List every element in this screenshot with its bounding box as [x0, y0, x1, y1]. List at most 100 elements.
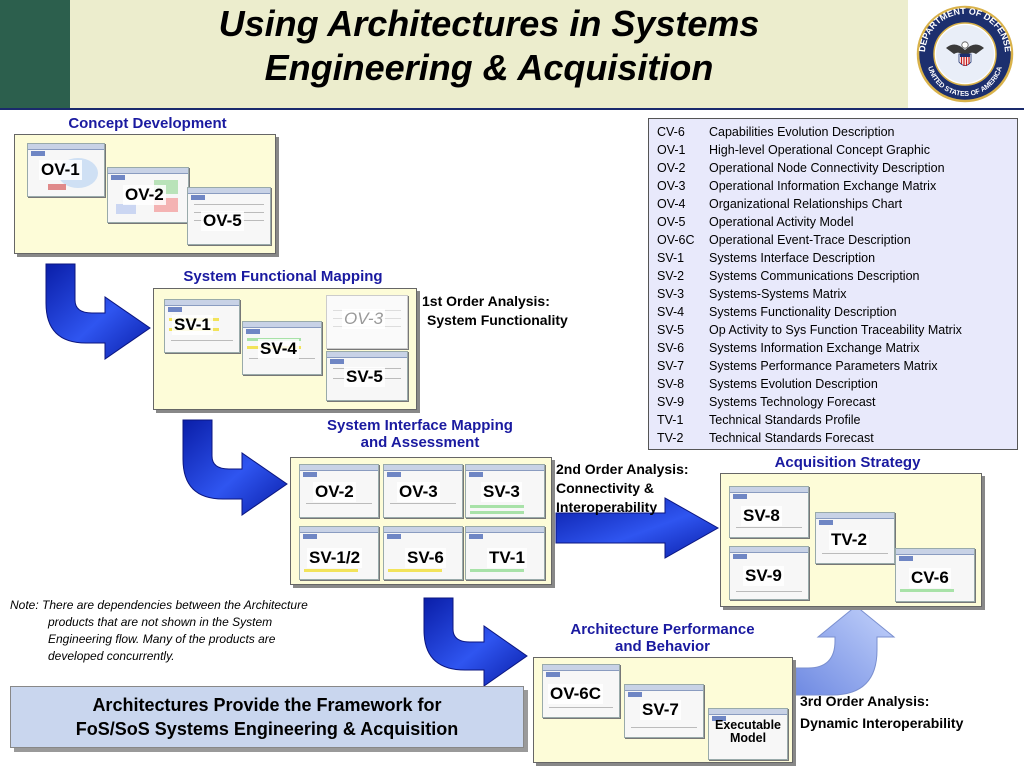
legend-code: OV-4: [657, 197, 686, 211]
product-label-sv-1-2: SV-1/2: [307, 548, 363, 568]
product-label-sv-4: SV-4: [258, 339, 299, 359]
legend-code: SV-4: [657, 305, 685, 319]
legend-code: SV-1: [657, 251, 685, 265]
dependency-note: Note: There are dependencies between the…: [10, 597, 380, 665]
title-line-1: Using Architectures in Systems: [218, 3, 760, 44]
header-band: [70, 0, 908, 108]
legend-description: Systems Performance Parameters Matrix: [709, 359, 938, 373]
product-label-tv-1: TV-1: [487, 548, 527, 568]
legend-description: Operational Activity Model: [709, 215, 854, 229]
system-interface-mapping-caption: System Interface Mapping and Assessment: [285, 417, 555, 451]
note-line-3: Engineering flow. Many of the products a…: [48, 632, 276, 646]
product-label-ov-3: OV-3: [342, 309, 386, 329]
legend-description: Operational Node Connectivity Descriptio…: [709, 161, 945, 175]
legend-code: OV-2: [657, 161, 686, 175]
curved-arrow-icon: [423, 597, 528, 687]
legend-code: TV-1: [657, 413, 684, 427]
acquisition-strategy-panel: SV-8 TV-2 SV-9 CV-6: [720, 473, 982, 607]
executable-model-line-2: Model: [729, 731, 767, 745]
page-title: Using Architectures in Systems Engineeri…: [70, 2, 908, 90]
legend-code: SV-8: [657, 377, 685, 391]
legend-code: CV-6: [657, 125, 685, 139]
system-interface-mapping-panel: OV-2 OV-3 SV-3 SV-1/2 SV-6 TV-1: [290, 457, 552, 585]
first-order-analysis: 1st Order Analysis: System Functionality: [422, 292, 622, 330]
legend-description: Systems Evolution Description: [709, 377, 878, 391]
architecture-performance-panel: OV-6C SV-7 Executable Model: [533, 657, 793, 763]
second-order-analysis-line-2: Connectivity &: [556, 480, 655, 496]
first-order-analysis-title: 1st Order Analysis:: [422, 293, 550, 309]
product-label-cv-6: CV-6: [909, 568, 951, 588]
legend-description: Systems-Systems Matrix: [709, 287, 847, 301]
architecture-performance-caption: Architecture Performance and Behavior: [535, 621, 790, 655]
legend-code: SV-5: [657, 323, 685, 337]
note-line-4: developed concurrently.: [48, 649, 175, 663]
note-line-2: products that are not shown in the Syste…: [48, 615, 273, 629]
legend-description: Operational Event-Trace Description: [709, 233, 911, 247]
product-label-ov-1: OV-1: [39, 160, 82, 180]
executable-model-label: Executable Model: [708, 719, 788, 745]
legend-row: OV-5 Operational Activity Model: [657, 213, 854, 231]
product-label-sv-1: SV-1: [172, 315, 213, 335]
concept-development-panel: OV-1 OV-2 OV-5: [14, 134, 276, 254]
caption-line-1: Architecture Performance: [570, 621, 755, 638]
legend-description: Organizational Relationships Chart: [709, 197, 903, 211]
legend-code: SV-6: [657, 341, 685, 355]
product-label-ov-6c: OV-6C: [548, 684, 604, 704]
legend-row: SV-5 Op Activity to Sys Function Traceabi…: [657, 321, 962, 339]
title-line-2: Engineering & Acquisition: [264, 47, 714, 88]
legend-description: Systems Information Exchange Matrix: [709, 341, 920, 355]
acquisition-strategy-caption: Acquisition Strategy: [774, 454, 921, 471]
product-label-sv-6: SV-6: [405, 548, 446, 568]
banner-line-1: Architectures Provide the Framework for: [92, 695, 442, 715]
legend-row: SV-6 Systems Information Exchange Matrix: [657, 339, 920, 357]
legend-code: OV-5: [657, 215, 686, 229]
legend-row: TV-1 Technical Standards Profile: [657, 411, 860, 429]
product-label-ov-2: OV-2: [123, 185, 166, 205]
legend-description: Operational Information Exchange Matrix: [709, 179, 937, 193]
product-label-sv-7: SV-7: [640, 700, 681, 720]
product-label-sv-3: SV-3: [481, 482, 522, 502]
legend-description: Technical Standards Profile: [709, 413, 861, 427]
product-label-sv-9: SV-9: [743, 566, 784, 586]
legend-code: SV-3: [657, 287, 685, 301]
second-order-analysis-title: 2nd Order Analysis:: [556, 461, 689, 477]
dod-seal-icon: DEPARTMENT OF DEFENSE UNITED STATES OF A…: [916, 5, 1014, 103]
executable-model-line-1: Executable: [714, 718, 781, 732]
legend-description: Op Activity to Sys Function Traceability…: [709, 323, 962, 337]
legend-description: Systems Technology Forecast: [709, 395, 876, 409]
framework-banner: Architectures Provide the Framework for …: [10, 686, 524, 748]
third-order-analysis-subtitle: Dynamic Interoperability: [800, 715, 964, 731]
legend-row: SV-8 Systems Evolution Description: [657, 375, 878, 393]
legend-description: Systems Interface Description: [709, 251, 876, 265]
legend-row: SV-7 Systems Performance Parameters Matri…: [657, 357, 938, 375]
second-order-analysis: 2nd Order Analysis: Connectivity & Inter…: [556, 460, 716, 517]
product-label-ov-5: OV-5: [201, 211, 244, 231]
legend-row: SV-1 Systems Interface Description: [657, 249, 875, 267]
system-functional-mapping-caption: System Functional Mapping: [183, 268, 383, 285]
up-curved-arrow-icon: [795, 605, 896, 696]
product-label-sv-8: SV-8: [741, 506, 782, 526]
caption-line-2: and Behavior: [614, 638, 711, 655]
legend-code: TV-2: [657, 431, 684, 445]
legend-code: SV-7: [657, 359, 685, 373]
legend-description: Capabilities Evolution Description: [709, 125, 895, 139]
caption-line-1: System Interface Mapping: [327, 417, 513, 434]
banner-line-2: FoS/SoS Systems Engineering & Acquisitio…: [75, 719, 459, 739]
product-thumbnail[interactable]: [895, 548, 975, 602]
first-order-analysis-subtitle: System Functionality: [427, 312, 568, 328]
product-thumbnail[interactable]: [383, 526, 463, 580]
product-label-sv-5: SV-5: [344, 367, 385, 387]
legend-code: SV-2: [657, 269, 685, 283]
product-label-ov-2: OV-2: [313, 482, 356, 502]
product-thumbnail[interactable]: [708, 708, 788, 760]
header-rule: [0, 108, 1024, 110]
note-line-1: Note: There are dependencies between the…: [10, 598, 308, 612]
third-order-analysis-title: 3rd Order Analysis:: [800, 693, 930, 709]
third-order-analysis: 3rd Order Analysis: Dynamic Interoperabi…: [800, 692, 1015, 733]
